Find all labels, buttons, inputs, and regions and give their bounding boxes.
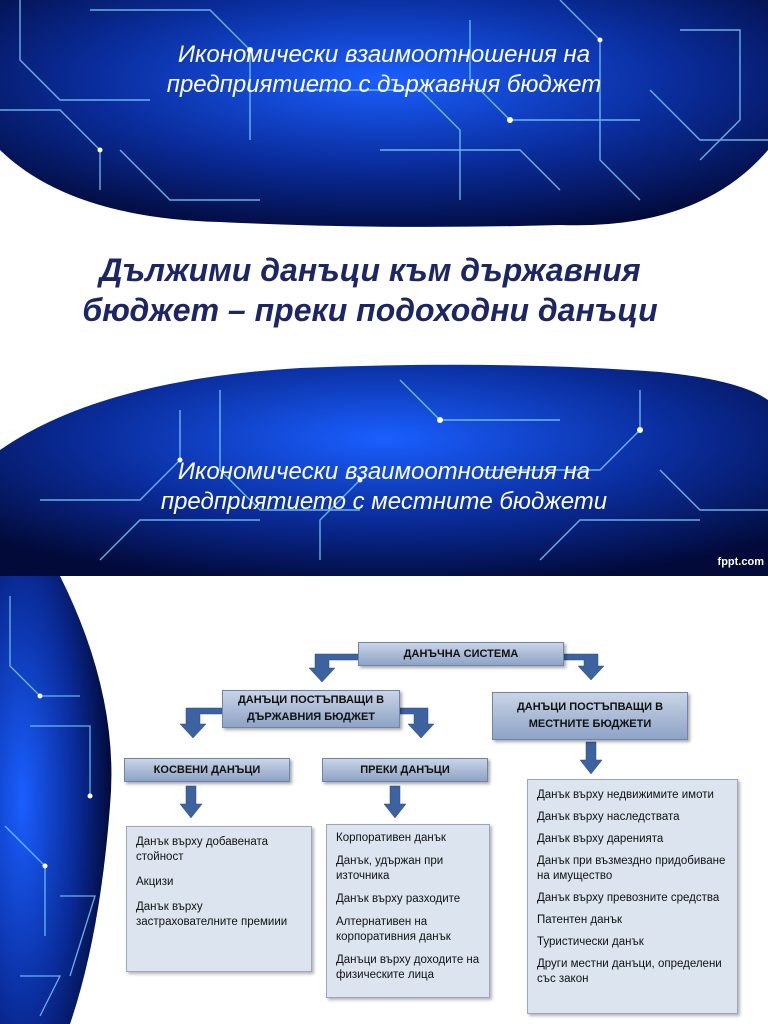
list-item: Туристически данък — [537, 936, 644, 948]
node-direct-taxes: ПРЕКИ ДАНЪЦИ — [322, 758, 488, 782]
node-state-budget: ДАНЪЦИ ПОСТЪПВАЩИ В ДЪРЖАВНИЯ БЮДЖЕТ — [222, 690, 400, 728]
glow-dots-left — [37, 693, 93, 869]
glow-dots — [97, 37, 643, 483]
list-item: Данък върху недвижимите имоти — [537, 789, 714, 801]
watermark: fppt.com — [717, 556, 764, 568]
title-line: Дължими данъци към държавния — [99, 252, 641, 288]
node-label: ДАНЪЦИ ПОСТЪПВАЩИ В — [237, 694, 385, 706]
node-indirect-taxes: КОСВЕНИ ДАНЪЦИ — [124, 758, 290, 782]
top-band — [0, 0, 768, 227]
subtitle-state-budget: Икономически взаимоотношения на предприя… — [0, 40, 768, 100]
arrow-icon — [308, 653, 359, 683]
circuit-lines-top — [0, 0, 768, 201]
tech-background-left — [0, 576, 605, 1024]
subtitle-line: предприятието с държавния бюджет — [166, 71, 602, 98]
list-item: Данък върху добавената стойност — [136, 836, 269, 863]
list-indirect-taxes: Данък върху добавената стойност Акцизи Д… — [126, 826, 312, 972]
list-item: Алтернативен на корпоративния данък — [336, 916, 451, 943]
list-item: Данък върху наследствата — [537, 811, 680, 823]
arrow-icon — [579, 741, 603, 775]
slide-top: Икономически взаимоотношения на предприя… — [0, 0, 768, 576]
list-item: Корпоративен данък — [336, 832, 446, 844]
arrow-icon — [399, 707, 435, 739]
node-tax-system: ДАНЪЧНА СИСТЕМА — [358, 642, 564, 666]
arrow-icon — [562, 653, 605, 681]
connector-arrows — [179, 653, 605, 819]
arrow-icon — [179, 785, 203, 819]
slide-diagram: ДАНЪЧНА СИСТЕМА ДАНЪЦИ ПОСТЪПВАЩИ В ДЪРЖ… — [0, 576, 768, 1024]
node-label: ДЪРЖАВНИЯ БЮДЖЕТ — [246, 711, 376, 723]
list-item: Други местни данъци, определени със зако… — [537, 958, 722, 985]
list-local-taxes: Данък върху недвижимите имоти Данък върх… — [527, 779, 738, 1014]
arrow-icon — [179, 707, 223, 739]
list-item: Данък върху разходите — [336, 893, 461, 905]
subtitle-line: предприятието с местните бюджети — [160, 488, 608, 515]
list-item: Данък върху превозните средства — [537, 892, 720, 904]
node-label: ДАНЪЧНА СИСТЕМА — [403, 647, 519, 660]
list-item: Данъци върху доходите на физическите лиц… — [336, 954, 480, 981]
subtitle-line: Икономически взаимоотношения на — [177, 458, 591, 485]
list-item: Данък при възмездно придобиване на имуще… — [537, 855, 726, 882]
node-local-budget: ДАНЪЦИ ПОСТЪПВАЩИ В МЕСТНИТЕ БЮДЖЕТИ — [492, 692, 688, 740]
list-item: Данък, удържан при източника — [336, 855, 444, 882]
title-line: бюджет – преки подоходни данъци — [82, 292, 658, 328]
list-item: Данък върху даренията — [537, 833, 664, 845]
arrow-icon — [383, 785, 407, 819]
list-item: Патентен данък — [537, 914, 623, 926]
list-direct-taxes: Корпоративен данък Данък, удържан при из… — [326, 824, 490, 998]
circuit-lines-bottom — [40, 379, 768, 561]
node-label: ДАНЪЦИ ПОСТЪПВАЩИ В — [516, 701, 664, 713]
node-label: ПРЕКИ ДАНЪЦИ — [360, 763, 450, 776]
node-label: МЕСТНИТЕ БЮДЖЕТИ — [528, 718, 652, 730]
left-band — [0, 576, 112, 1024]
subtitle-local-budget: Икономически взаимоотношения на предприя… — [0, 457, 768, 517]
subtitle-line: Икономически взаимоотношения на — [177, 41, 591, 68]
node-label: КОСВЕНИ ДАНЪЦИ — [153, 763, 261, 776]
tech-background-top — [0, 0, 768, 576]
slide-title: Дължими данъци към държавния бюджет – пр… — [0, 250, 740, 330]
list-item: Акцизи — [136, 876, 174, 888]
list-item: Данък върху застрахователните премиии — [136, 901, 288, 928]
